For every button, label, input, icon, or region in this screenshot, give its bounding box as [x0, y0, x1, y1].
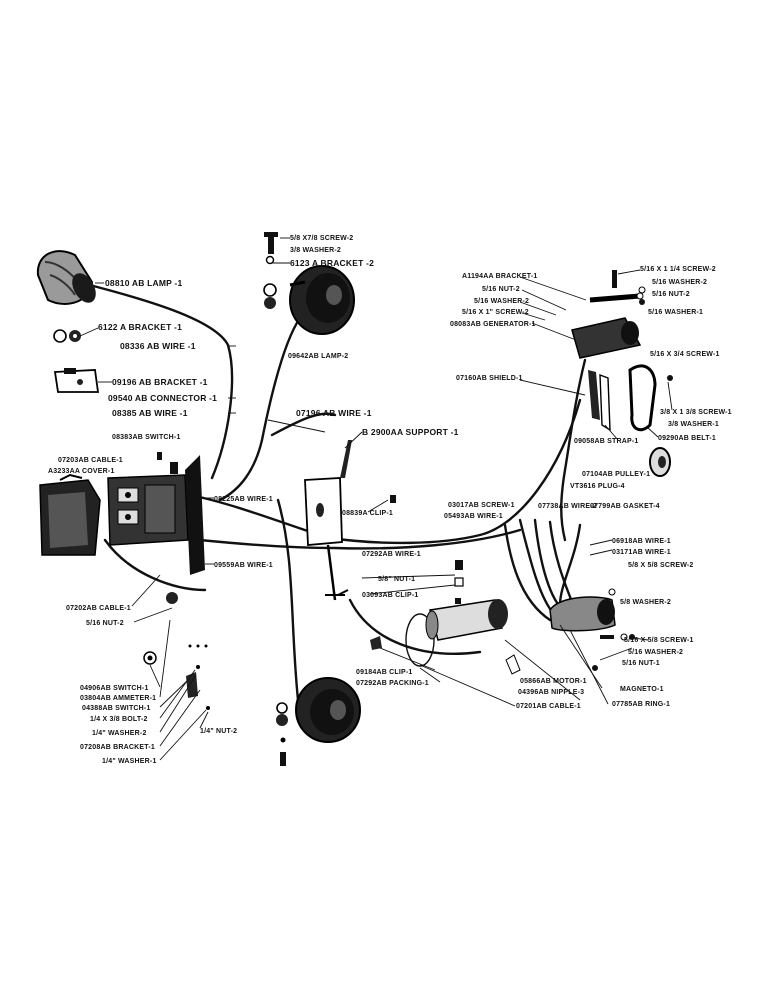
- clip-nipple-parts: [370, 636, 521, 675]
- label-clip-09184: 09184AB CLIP-1: [356, 669, 413, 676]
- headlamp-08810: [36, 250, 96, 305]
- label-bracket-a1194: A1194AA BRACKET-1: [462, 273, 538, 280]
- generator: [571, 270, 646, 359]
- label-ammeter: 03804AB AMMETER-1: [80, 695, 156, 702]
- lamp-09642: [289, 265, 355, 335]
- label-wire-06918: 06918AB WIRE-1: [612, 538, 671, 545]
- label-nut-bl: 1/4" NUT-2: [200, 728, 237, 735]
- label-bracket-6122: 6122 A BRACKET -1: [98, 322, 182, 332]
- label-screw-tr2: 5/16 X 3/4 SCREW-1: [650, 351, 720, 358]
- label-screw-rt: 3/8 X 1 3/8 SCREW-1: [660, 409, 732, 416]
- label-ring: 07785AB RING-1: [612, 701, 670, 708]
- label-bracket-07208: 07208AB BRACKET-1: [80, 744, 155, 751]
- label-screw-gen: 5/16 X 1" SCREW-2: [462, 309, 529, 316]
- label-wire-07292: 07292AB WIRE-1: [362, 551, 421, 558]
- hardware-right: [592, 375, 673, 671]
- bracket-09196-part: [53, 368, 100, 393]
- label-nipple: 04396AB NIPPLE-3: [518, 689, 584, 696]
- hardware-left: [143, 592, 210, 710]
- instrument-panel: [107, 455, 205, 575]
- label-wire-07738: 07738AB WIRE-2: [538, 503, 597, 510]
- clip-08839-part: [390, 495, 396, 503]
- label-packing: 07292AB PACKING-1: [356, 680, 429, 687]
- part-labels: 08810 AB LAMP -1 6122 A BRACKET -1 08336…: [48, 235, 732, 765]
- label-wire-03171: 03171AB WIRE-1: [612, 549, 671, 556]
- label-lamp-08810: 08810 AB LAMP -1: [105, 278, 182, 288]
- label-clip-08839: 08839A CLIP-1: [342, 510, 393, 517]
- label-pulley: 07104AB PULLEY-1: [582, 471, 650, 478]
- magneto: [549, 596, 616, 632]
- label-shield: 07160AB SHIELD-1: [456, 375, 523, 382]
- label-screw-r3: 5/8 X 5/8 SCREW-2: [628, 562, 694, 569]
- pulley-07104: [649, 447, 671, 477]
- bracket-6122-part: [53, 329, 81, 343]
- label-washer-left: 1/4" WASHER-2: [92, 730, 147, 737]
- label-washer-bl: 1/4" WASHER-1: [102, 758, 157, 765]
- label-strap: 09058AB STRAP-1: [574, 438, 638, 445]
- label-nut-tr: 5/16 NUT-2: [652, 291, 690, 298]
- label-wire-08225: 08225AB WIRE-1: [214, 496, 273, 503]
- label-switch-08383: 08383AB SWITCH-1: [112, 434, 181, 441]
- label-nut-gen: 5/16 NUT-2: [482, 286, 520, 293]
- label-wire-07196: 07196 AB WIRE -1: [296, 408, 372, 418]
- label-motor: 05866AB MOTOR-1: [520, 678, 587, 685]
- label-bolt-left: 1/4 X 3/8 BOLT-2: [90, 716, 148, 723]
- label-washer-tr2: 5/16 WASHER-1: [648, 309, 703, 316]
- battery-cover-a3233: [39, 473, 101, 556]
- lamp-lower: [276, 677, 361, 766]
- label-nut-mid: 5/8" NUT-1: [378, 576, 415, 583]
- label-lamp-09642: 09642AB LAMP-2: [288, 353, 348, 360]
- nut-clip-center: [337, 560, 464, 596]
- screw-washer-top: [263, 232, 278, 309]
- label-screw-top: 5/8 X7/8 SCREW-2: [290, 235, 353, 242]
- label-switch-04906: 04906AB SWITCH-1: [80, 685, 149, 692]
- label-gasket: 07799AB GASKET-4: [590, 503, 660, 510]
- label-clip-03093: 03093AB CLIP-1: [362, 592, 419, 599]
- wire-harness: [68, 278, 587, 702]
- label-washer-rt: 3/8 WASHER-1: [668, 421, 719, 428]
- label-washer-gen: 5/16 WASHER-2: [474, 298, 529, 305]
- label-screw-r4: 5/16 X 5/8 SCREW-1: [624, 637, 694, 644]
- label-wire-08385: 08385 AB WIRE -1: [112, 408, 188, 418]
- label-generator: 08083AB GENERATOR-1: [450, 321, 536, 328]
- label-bracket-09196: 09196 AB BRACKET -1: [112, 377, 208, 387]
- support-b2900: [304, 440, 352, 601]
- label-cable-07202: 07202AB CABLE-1: [66, 605, 131, 612]
- shield-strap-belt: [588, 364, 657, 432]
- label-switch-04388: 04388AB SWITCH-1: [82, 705, 151, 712]
- label-wire-08336: 08336 AB WIRE -1: [120, 341, 196, 351]
- leader-lines: [79, 237, 673, 761]
- switch-08383-part: [157, 452, 178, 474]
- label-screw-03017: 03017AB SCREW-1: [448, 502, 515, 509]
- label-bracket-6123: 6123 A BRACKET -2: [290, 258, 374, 268]
- label-washer-r4: 5/16 WASHER-2: [628, 649, 683, 656]
- label-nut-left: 5/16 NUT-2: [86, 620, 124, 627]
- label-washer-top: 3/8 WASHER-2: [290, 247, 341, 254]
- label-plug: VT3616 PLUG-4: [570, 483, 625, 490]
- label-belt: 09290AB BELT-1: [658, 435, 716, 442]
- label-wire-05493: 05493AB WIRE-1: [444, 513, 503, 520]
- label-screw-tr: 5/16 X 1 1/4 SCREW-2: [640, 266, 716, 273]
- starter-motor: [425, 598, 508, 641]
- label-washer-r3: 5/8 WASHER-2: [620, 599, 671, 606]
- label-cable-07203: 07203AB CABLE-1: [58, 457, 123, 464]
- label-connector-09540: 09540 AB CONNECTOR -1: [108, 393, 217, 403]
- label-magneto: MAGNETO-1: [620, 686, 664, 693]
- label-washer-tr: 5/16 WASHER-2: [652, 279, 707, 286]
- label-wire-09559: 09559AB WIRE-1: [214, 562, 273, 569]
- label-support-b2900: B 2900AA SUPPORT -1: [362, 427, 459, 437]
- label-cable-07201: 07201AB CABLE-1: [516, 703, 581, 710]
- label-nut-r4: 5/16 NUT-1: [622, 660, 660, 667]
- label-cover-a3233: A3233AA COVER-1: [48, 468, 115, 475]
